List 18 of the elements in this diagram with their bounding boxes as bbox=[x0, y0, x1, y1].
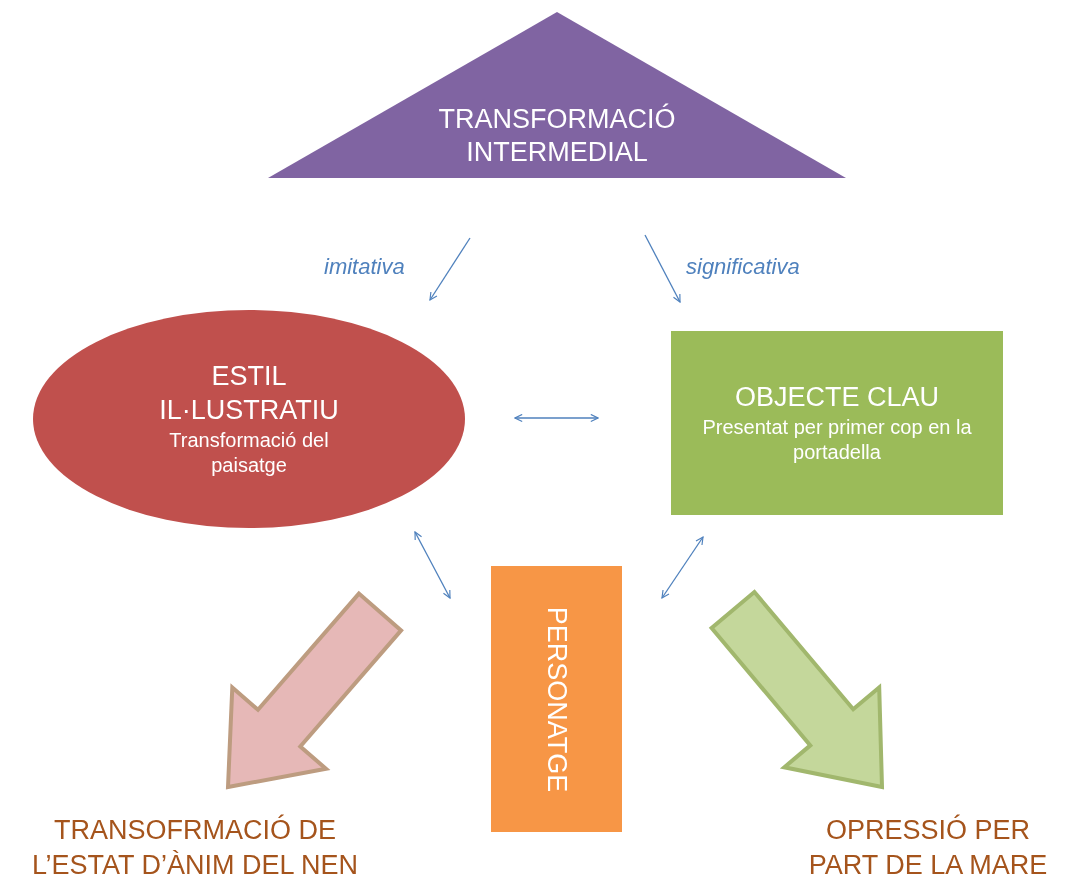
block-arrow bbox=[708, 589, 885, 790]
process-box bbox=[671, 331, 1003, 515]
node-description: Transformació del paisatge bbox=[168, 427, 330, 478]
arrow bbox=[644, 234, 681, 303]
node-title: OBJECTE CLAU bbox=[733, 381, 940, 415]
outcome-label: TRANSOFRMACIÓ DE L’ESTAT D’ÀNIM DEL NEN bbox=[30, 813, 360, 882]
node-title: TRANSFORMACIÓ INTERMEDIAL bbox=[437, 102, 677, 170]
process-box bbox=[491, 566, 622, 832]
node-title: ESTIL IL·LUSTRATIU bbox=[158, 360, 340, 427]
double-arrow bbox=[514, 413, 599, 423]
triangle-shape bbox=[268, 12, 846, 178]
block-arrow bbox=[225, 590, 404, 790]
outcome-label: OPRESSIÓ PER PART DE LA MARE bbox=[807, 813, 1049, 882]
double-arrow bbox=[661, 536, 704, 599]
vertical-label: PERSONATGE bbox=[541, 606, 572, 792]
arrow bbox=[429, 237, 471, 301]
node-description: Presentat per primer cop en la portadella bbox=[702, 414, 972, 465]
double-arrow bbox=[414, 531, 451, 599]
